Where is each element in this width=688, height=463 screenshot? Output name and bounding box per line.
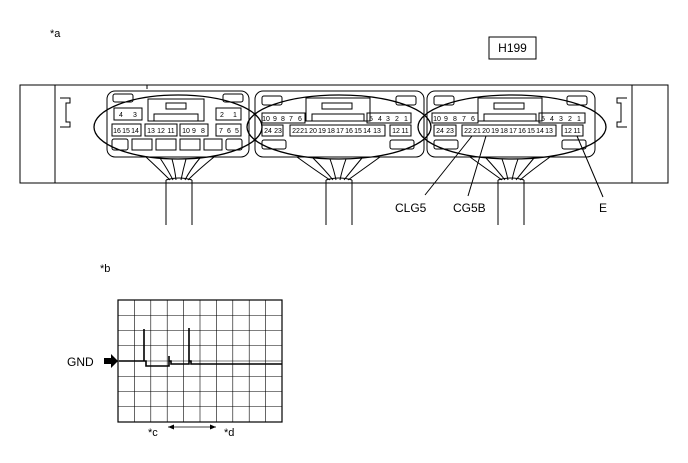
pin-label: 12 xyxy=(564,128,572,135)
pin-label: 23 xyxy=(274,128,282,135)
gnd-label: GND xyxy=(67,355,94,369)
callout-leaders xyxy=(424,135,604,198)
pin-label: 3 xyxy=(386,116,390,123)
pin-label: 17 xyxy=(336,128,344,135)
wire-bundle-outlines xyxy=(93,94,607,160)
pin-label: 23 xyxy=(446,128,454,135)
arrow-head-left-icon xyxy=(168,424,174,430)
pin-label: 7 xyxy=(289,116,293,123)
connector-left xyxy=(106,90,250,158)
pin-label: 15 xyxy=(354,128,362,135)
pin-label: 9 xyxy=(192,128,196,135)
pin-label: 16 xyxy=(113,128,121,135)
pin-label: 13 xyxy=(147,128,155,135)
pin-label: 2 xyxy=(220,112,224,119)
pin-label: 15 xyxy=(527,128,535,135)
pin-label: 18 xyxy=(500,128,508,135)
pin-label: 3 xyxy=(559,116,563,123)
pin-label: 3 xyxy=(133,112,137,119)
pin-label: 5 xyxy=(541,116,545,123)
pin-label: 9 xyxy=(444,116,448,123)
pin-label: 19 xyxy=(491,128,499,135)
pin-label: 2 xyxy=(568,116,572,123)
pin-label: 20 xyxy=(482,128,490,135)
connector-right xyxy=(426,90,596,158)
pin-label: 7 xyxy=(462,116,466,123)
pin-label: 24 xyxy=(264,128,272,135)
terminal-label-e: E xyxy=(599,201,607,215)
connector-middle xyxy=(254,90,425,158)
pin-label: 4 xyxy=(119,112,123,119)
terminal-label-clg5: CLG5 xyxy=(395,201,427,215)
pin-label: 8 xyxy=(453,116,457,123)
pin-label: 12 xyxy=(157,128,165,135)
pin-label: 13 xyxy=(373,128,381,135)
connector-right-pins: 10 9 8 7 6 5 4 3 2 1 24 23 22 21 20 19 1… xyxy=(433,116,581,135)
pin-label: 10 xyxy=(433,116,441,123)
pin-label: 16 xyxy=(518,128,526,135)
pin-label: 12 xyxy=(392,128,400,135)
connector-left-pins: 4 3 2 1 16 15 14 13 12 11 10 9 8 7 6 5 xyxy=(113,112,239,135)
arrow-head-right-icon xyxy=(210,424,216,430)
pin-label: 4 xyxy=(550,116,554,123)
pin-label: 19 xyxy=(318,128,326,135)
pin-label: 8 xyxy=(281,116,285,123)
view-a-label: *a xyxy=(50,28,61,40)
pin-label: 6 xyxy=(298,116,302,123)
pin-label: 8 xyxy=(201,128,205,135)
pin-label: 6 xyxy=(471,116,475,123)
pin-label: 5 xyxy=(235,128,239,135)
pin-label: 6 xyxy=(227,128,231,135)
oscilloscope-screen xyxy=(117,299,283,423)
pin-label: 21 xyxy=(473,128,481,135)
pin-label: 2 xyxy=(395,116,399,123)
gnd-arrow-icon xyxy=(104,354,118,368)
pin-label: 14 xyxy=(363,128,371,135)
pin-label: 15 xyxy=(122,128,130,135)
connector-middle-pins: 10 9 8 7 6 5 4 3 2 1 24 23 22 21 20 19 1… xyxy=(262,116,409,135)
pin-label: 21 xyxy=(300,128,308,135)
harness-middle xyxy=(296,156,381,225)
harness-right xyxy=(469,156,551,225)
scope-grid xyxy=(118,300,282,422)
pin-label: 11 xyxy=(573,128,580,135)
pin-label: 10 xyxy=(262,116,270,123)
pin-label: 9 xyxy=(273,116,277,123)
pin-label: 4 xyxy=(378,116,382,123)
pin-label: 10 xyxy=(182,128,190,135)
pin-label: 16 xyxy=(345,128,353,135)
pin-label: 1 xyxy=(577,116,581,123)
ecu-housing xyxy=(19,84,669,184)
scope-waveform xyxy=(119,328,282,367)
pin-label: 11 xyxy=(167,128,174,135)
pin-label: 11 xyxy=(401,128,408,135)
pin-label: 1 xyxy=(233,112,237,119)
harness-left xyxy=(145,156,215,225)
connector-id: H199 xyxy=(498,41,527,55)
pin-label: 20 xyxy=(309,128,317,135)
pin-label: 14 xyxy=(131,128,139,135)
time-mark-c: *c xyxy=(148,427,158,439)
pin-label: 18 xyxy=(327,128,335,135)
pin-label: 22 xyxy=(292,128,300,135)
view-b-label: *b xyxy=(100,263,110,275)
pin-label: 7 xyxy=(219,128,223,135)
pin-label: 14 xyxy=(536,128,544,135)
pin-label: 5 xyxy=(369,116,373,123)
terminal-label-cg5b: CG5B xyxy=(453,201,486,215)
pin-label: 13 xyxy=(545,128,553,135)
pin-label: 24 xyxy=(436,128,444,135)
pin-label: 17 xyxy=(509,128,517,135)
connector-id-box xyxy=(488,36,537,60)
pin-label: 22 xyxy=(464,128,472,135)
pin-label: 1 xyxy=(404,116,408,123)
time-mark-d: *d xyxy=(224,427,234,439)
